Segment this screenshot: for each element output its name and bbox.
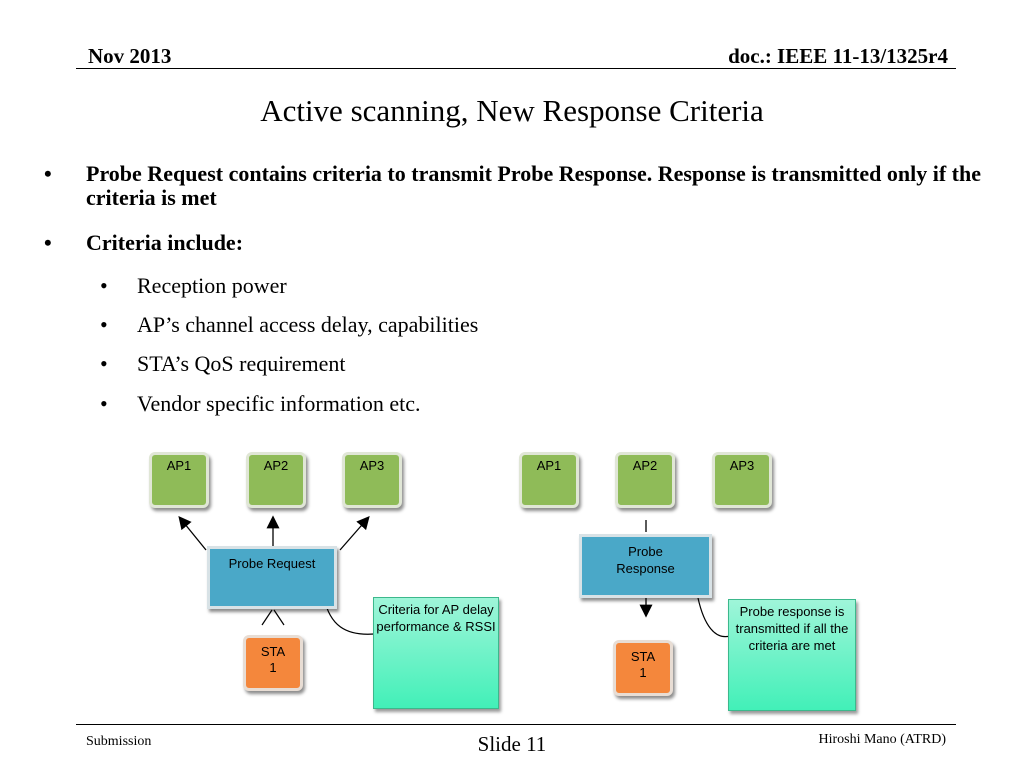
ap1-box-right: AP1	[519, 452, 579, 508]
criteria-note-text: Probe response is transmitted if all the…	[735, 604, 849, 653]
sub-bullet-text: Reception power	[137, 273, 287, 298]
arrow-to-ap1	[178, 515, 207, 551]
criteria-note-right: Probe response is transmitted if all the…	[728, 599, 856, 711]
header-rule	[76, 68, 956, 69]
sta-number: 1	[639, 665, 647, 680]
sub-bullet: • STA’s QoS requirement	[100, 351, 345, 377]
arrow-sta-to-probe	[261, 609, 273, 626]
sub-bullet: • Reception power	[100, 273, 287, 299]
bullet-dot: •	[100, 273, 108, 298]
bullet-dot: •	[44, 230, 52, 255]
probe-response-label: Response	[616, 561, 675, 576]
probe-request-box: Probe Request	[207, 546, 337, 609]
probe-response-box: Probe Response	[579, 534, 712, 598]
arrow-sta-to-probe	[273, 609, 285, 626]
sta1-box-left: STA 1	[243, 635, 303, 691]
ap-label: AP1	[166, 458, 192, 473]
sta-label: STA	[260, 644, 286, 659]
ap3-box-right: AP3	[712, 452, 772, 508]
bullet-criteria: • Criteria include:	[44, 230, 243, 256]
header-doc-id: doc.: IEEE 11-13/1325r4	[728, 44, 948, 68]
ap1-box-left: AP1	[149, 452, 209, 508]
ap-label: AP3	[729, 458, 755, 473]
slide-title: Active scanning, New Response Criteria	[260, 93, 764, 128]
bullet-dot: •	[100, 312, 108, 337]
ap-label: AP2	[263, 458, 289, 473]
criteria-note-text: Criteria for AP delay performance & RSSI	[376, 602, 496, 634]
bullet-dot: •	[100, 391, 108, 416]
arrow-to-ap3	[339, 516, 370, 551]
sub-bullet-text: AP’s channel access delay, capabilities	[137, 312, 479, 337]
bullet-probe-request: • Probe Request contains criteria to tra…	[44, 162, 984, 210]
sub-bullet: • Vendor specific information etc.	[100, 391, 420, 417]
ap3-box-left: AP3	[342, 452, 402, 508]
ap-label: AP3	[359, 458, 385, 473]
criteria-note-left: Criteria for AP delay performance & RSSI	[373, 597, 499, 709]
footer-author: Hiroshi Mano (ATRD)	[818, 732, 946, 747]
sub-bullet-text: Vendor specific information etc.	[137, 391, 421, 416]
probe-response-label: Probe	[628, 544, 663, 559]
sta-number: 1	[269, 660, 277, 675]
ap-label: AP1	[536, 458, 562, 473]
ap2-box-right: AP2	[615, 452, 675, 508]
callout-curve-right	[697, 597, 731, 638]
ap2-box-left: AP2	[246, 452, 306, 508]
sub-bullet: • AP’s channel access delay, capabilitie…	[100, 312, 478, 338]
bullet-dot: •	[44, 161, 52, 186]
footer-slide-number: Slide 11	[477, 732, 547, 756]
bullet-dot: •	[100, 351, 108, 376]
ap-label: AP2	[632, 458, 658, 473]
sta1-box-right: STA 1	[613, 640, 673, 696]
bullet-text: Criteria include:	[86, 230, 244, 255]
bullet-text: Probe Request contains criteria to trans…	[86, 161, 981, 210]
sta-label: STA	[630, 649, 656, 664]
footer-submission: Submission	[86, 734, 152, 749]
sub-bullet-text: STA’s QoS requirement	[137, 351, 346, 376]
probe-request-label: Probe Request	[228, 556, 316, 571]
header-date: Nov 2013	[88, 44, 172, 68]
footer-rule	[76, 724, 956, 725]
